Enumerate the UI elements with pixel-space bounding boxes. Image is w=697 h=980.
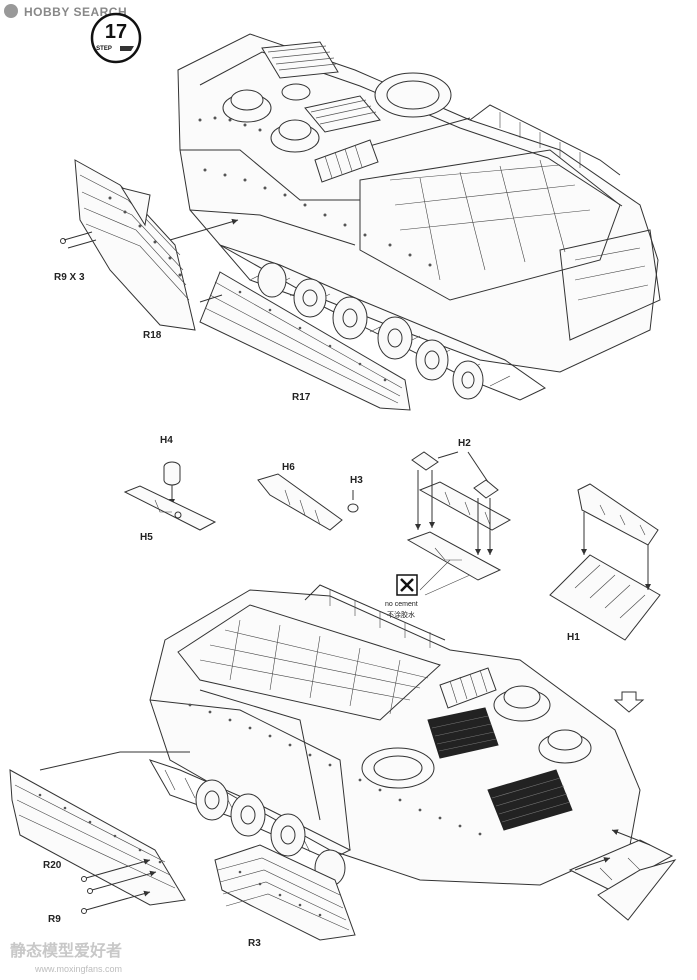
no-cement-text-zh: 不涂胶水 [387,610,415,619]
label-r3: R3 [248,938,261,949]
vehicle-bottom [148,584,677,921]
down-arrow-icon [613,691,645,713]
no-cement-text: no cement [385,601,418,608]
label-h1: H1 [567,632,580,643]
part-h3 [347,503,359,513]
hatch-ring-bottom [361,747,435,789]
label-h5: H5 [140,532,153,543]
label-r9x3: R9 X 3 [54,272,85,283]
label-h6: H6 [282,462,295,473]
label-r9: R9 [48,914,61,925]
brand-logo: HOBBY SEARCH [4,4,127,19]
turret-domes [222,83,320,153]
turret-domes-bottom [493,685,592,764]
step-number: 17 [105,21,127,43]
watermark-line2: www.moxingfans.com [34,964,122,974]
no-cement-note: no cement 不涂胶水 [385,559,471,619]
part-r9-pins-top [60,231,97,249]
engine-grill-bottom [427,707,573,831]
watermark: 静态模型爱好者 www.moxingfans.com [10,941,122,974]
watermark-line1: 静态模型爱好者 [10,941,122,960]
part-r9-pins-bottom [81,858,157,914]
step-badge: 17 STEP [90,12,142,64]
exhaust-bottom [439,667,497,709]
label-h4: H4 [160,435,173,446]
vehicle-top [177,33,661,401]
part-r20-skirt [9,769,186,906]
step-label: STEP [96,46,112,52]
road-wheels-top [257,262,484,400]
part-h1 [549,483,661,641]
label-h3: H3 [350,475,363,486]
brand-text: HOBBY SEARCH [24,5,127,19]
part-h2 [406,451,512,581]
exhaust [314,139,379,183]
part-h6 [257,473,343,531]
part-h4 [163,461,181,505]
label-r18: R18 [143,330,162,341]
label-r20: R20 [43,860,62,871]
label-r17: R17 [292,392,311,403]
part-r17-skirt [199,271,411,411]
engine-grill [261,41,381,133]
label-h2: H2 [458,438,471,449]
tank-icon [120,46,134,51]
part-r3-skirt [214,844,356,941]
hatch-ring [374,72,452,118]
part-r18-skirt [74,159,196,331]
part-h5 [123,485,217,531]
